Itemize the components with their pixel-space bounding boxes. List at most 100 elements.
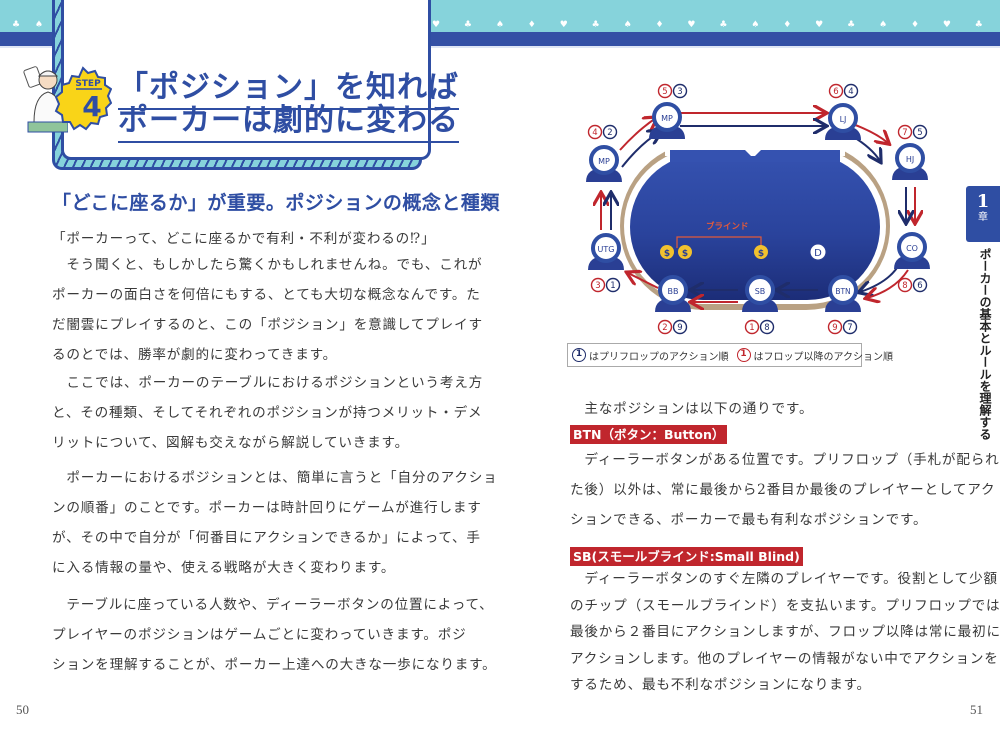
text-line: ディーラーボタンがある位置です。プリフロップ（手札が配られ	[570, 452, 1000, 468]
chip-icon: $	[660, 245, 674, 259]
svg-text:2: 2	[662, 323, 667, 333]
text-line: プレイヤーのポジションはゲームごとに変わっていきます。ポジ	[52, 627, 467, 643]
text-line: ポーカーにおけるポジションとは、簡単に言うと「自分のアクショ	[52, 470, 498, 486]
section-tag-btn: BTN（ボタン：Button）	[570, 425, 728, 444]
svg-text:CO: CO	[906, 244, 918, 253]
svg-text:BB: BB	[668, 287, 679, 296]
svg-text:8: 8	[902, 281, 907, 291]
svg-text:HJ: HJ	[906, 155, 914, 164]
svg-text:3: 3	[595, 281, 600, 291]
text-line: るのとでは、勝率が劇的に変わってきます。	[52, 347, 338, 363]
page-number-left: 50	[16, 702, 29, 717]
text-line: ディーラーボタンのすぐ左隣のプレイヤーです。役割として少額	[570, 571, 998, 587]
seat-mp-2: MP	[647, 102, 687, 141]
svg-text:MP: MP	[598, 157, 610, 166]
section-heading: 「どこに座るか」が重要。ポジションの概念と種類	[52, 192, 500, 214]
chapter-number: 1	[976, 191, 990, 212]
svg-text:LJ: LJ	[840, 115, 847, 124]
text-line: 「ポーカーって、どこに座るかで有利・不利が変わるの⁉」	[52, 231, 436, 247]
legend-postflop-text: はフロップ以降のアクション順	[753, 351, 894, 363]
page-number-right: 51	[970, 702, 983, 717]
btn-description: ディーラーボタンがある位置です。プリフロップ（手札が配られ た後）以外は、常に最…	[570, 445, 1000, 535]
svg-text:5: 5	[917, 128, 922, 138]
left-paragraph-1: 「ポーカーって、どこに座るかで有利・不利が変わるの⁉」 そう聞くと、もしかしたら…	[52, 228, 483, 370]
svg-text:9: 9	[677, 323, 682, 333]
chapter-tab[interactable]: 1 章	[966, 186, 1000, 242]
step-badge-icon: STEP 4	[54, 66, 112, 131]
svg-text:2: 2	[607, 128, 612, 138]
svg-text:1: 1	[749, 323, 754, 333]
text-line: アクションします。他のプレイヤーの情報がない中でアクションを	[570, 650, 999, 667]
svg-text:ブラインド: ブラインド	[706, 221, 749, 232]
svg-text:8: 8	[764, 323, 769, 333]
seat-hj: HJ	[890, 143, 930, 182]
svg-text:9: 9	[832, 323, 837, 333]
text-line: ここでは、ポーカーのテーブルにおけるポジションという考え方	[52, 375, 483, 391]
preflop-order-icon: 1	[572, 348, 586, 362]
poker-table-diagram: ブラインド $ $ $ D MP MP LJ HJ CO BTN SB BB U…	[584, 83, 932, 335]
svg-text:4: 4	[592, 128, 597, 138]
table-felt	[630, 154, 880, 300]
chip-icon: $	[754, 245, 768, 259]
band-underline	[0, 46, 1000, 48]
text-line: ンの順番」のことです。ポーカーは時計回りにゲームが進行します	[52, 500, 482, 516]
text-line: た後）以外は、常に最後から2番目か最後のプレイヤーとしてアク	[570, 482, 996, 498]
svg-text:6: 6	[833, 87, 838, 97]
svg-text:BTN: BTN	[835, 287, 850, 296]
seat-co: CO	[892, 232, 932, 271]
text-line: ポーカーの面白さを何倍にもする、とても大切な概念なんです。た	[52, 287, 481, 303]
page-title-line-1: 「ポジション」を知れば	[118, 62, 459, 110]
svg-text:D: D	[814, 248, 822, 259]
text-line: だ闇雲にプレイするのと、この「ポジション」を意識してプレイす	[52, 317, 483, 333]
page-title-line-2: ポーカーは劇的に変わる	[118, 95, 459, 143]
seat-bb: BB	[653, 275, 693, 314]
text-line: のチップ（スモールブラインド）を支払います。プリフロップでは	[570, 597, 1000, 614]
chapter-title-vertical: ポーカーの基本とルールを理解する	[978, 248, 992, 440]
text-line: するため、最も不利なポジションになります。	[570, 677, 871, 693]
text-line: テーブルに座っている人数や、ディーラーボタンの位置によって、	[52, 597, 494, 613]
seat-mp-1: MP	[584, 145, 624, 184]
svg-text:5: 5	[662, 87, 667, 97]
svg-text:7: 7	[847, 323, 852, 333]
svg-text:$: $	[758, 249, 764, 259]
legend-preflop: 1 はプリフロップのアクション順	[572, 348, 729, 363]
svg-text:$: $	[682, 249, 688, 259]
svg-text:$: $	[664, 249, 670, 259]
text-line: 最後から２番目にアクションしますが、フロップ以降は常に最初に	[570, 624, 1000, 640]
text-line: が、その中で自分が「何番目にアクションできるか」によって、手	[52, 530, 481, 546]
left-paragraph-4: テーブルに座っている人数や、ディーラーボタンの位置によって、 プレイヤーのポジシ…	[52, 590, 497, 680]
svg-text:6: 6	[917, 281, 922, 291]
text-line: ションを理解することが、ポーカー上達への大きな一歩になります。	[52, 657, 497, 673]
text-line: そう聞くと、もしかしたら驚くかもしれませんね。でも、これが	[52, 257, 483, 273]
dealer-button-icon: D	[809, 243, 827, 261]
seat-lj: LJ	[823, 103, 863, 142]
section-tag-sb: SB(スモールブラインド:Small Blind)	[570, 547, 803, 566]
text-line: と、その種類、そしてそれぞれのポジションが持つメリット・デメ	[52, 405, 483, 421]
diagram-legend: 1 はプリフロップのアクション順 1 はフロップ以降のアクション順	[567, 343, 893, 367]
svg-text:3: 3	[677, 87, 682, 97]
svg-text:7: 7	[902, 128, 907, 138]
chapter-kanji: 章	[978, 212, 988, 223]
seat-utg: UTG	[586, 233, 626, 272]
text-line: リットについて、図解も交えながら解説していきます。	[52, 435, 409, 451]
suit-pattern: ♥ ♣ ♠ ♦ ♥ ♣ ♠ ♦ ♥ ♣ ♠ ♦ ♥ ♣ ♠ ♦ ♥ ♣ ♠ ♦ …	[432, 20, 1000, 30]
text-line: ションできる、ポーカーで最も有利なポジションです。	[570, 512, 928, 528]
text-line: に入る情報の量や、使える戦略が大きく変わります。	[52, 560, 396, 576]
suit-pattern-left: ♣ ♠	[12, 20, 49, 30]
left-paragraph-2: ここでは、ポーカーのテーブルにおけるポジションという考え方 と、その種類、そして…	[52, 368, 483, 458]
seat-sb: SB	[740, 275, 780, 314]
legend-postflop: 1 はフロップ以降のアクション順	[736, 348, 894, 363]
svg-text:1: 1	[610, 281, 615, 291]
svg-text:4: 4	[82, 90, 101, 123]
chip-icon: $	[678, 245, 692, 259]
postflop-order-icon: 1	[736, 348, 751, 362]
title-frame	[61, 0, 431, 160]
seat-btn: BTN	[823, 275, 863, 314]
svg-text:UTG: UTG	[598, 245, 615, 254]
sb-description: ディーラーボタンのすぐ左隣のプレイヤーです。役割として少額 のチップ（スモールブ…	[570, 566, 1000, 699]
text-line: 主なポジションは以下の通りです。	[570, 401, 814, 417]
svg-text:4: 4	[848, 87, 853, 97]
svg-text:SB: SB	[755, 287, 766, 296]
svg-text:STEP: STEP	[75, 79, 101, 89]
right-intro: 主なポジションは以下の通りです。	[570, 396, 955, 422]
